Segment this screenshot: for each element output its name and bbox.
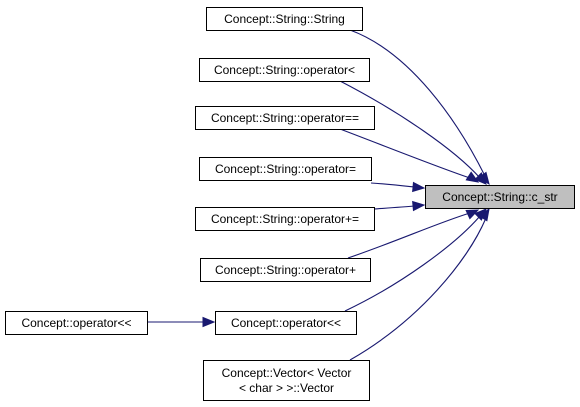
node-box[interactable] [195,207,375,231]
edge-op_lt-to-c_str [339,80,487,185]
arrowhead [474,172,487,185]
node-label: Concept::operator<< [231,316,341,330]
edge-line [344,215,481,312]
node-box[interactable] [5,311,148,335]
node-box[interactable] [200,258,371,282]
edge-line [349,217,487,361]
node-box[interactable] [195,106,375,130]
arrowhead [412,181,426,193]
edge-line [339,80,481,179]
node-label: Concept::String::operator= [215,162,356,176]
node-box[interactable] [199,58,370,82]
edge-vector_ctor-to-c_str [349,207,490,361]
node-label: Concept::Vector< Vector [222,366,352,380]
node-label: Concept::String::String [224,12,345,26]
node-label: < char > >::Vector [239,381,334,395]
node-op-eqeq[interactable]: Concept::String::operator== [195,106,375,130]
edge-op_eqeq-to-c_str [339,128,480,183]
edge-line [370,182,415,188]
edge-line [349,29,486,177]
node-op-pluseq[interactable]: Concept::String::operator+= [195,207,375,231]
edge-line [347,212,471,259]
node-box[interactable] [199,157,372,181]
arrowhead [412,200,426,212]
node-label: Concept::operator<< [21,316,131,330]
edges [147,29,490,361]
node-op-assign[interactable]: Concept::String::operator= [199,157,372,181]
node-op-plus[interactable]: Concept::String::operator+ [200,258,371,282]
node-label: Concept::String::operator+ [215,263,356,277]
node-label: Concept::String::operator< [214,63,355,77]
edge-line [373,205,415,210]
node-inner-shift[interactable]: Concept::operator<< [215,311,357,335]
node-op-lt[interactable]: Concept::String::operator< [199,58,370,82]
node-box[interactable] [215,311,357,335]
node-label: Concept::String::operator+= [211,212,359,226]
node-label: Concept::String::operator== [211,111,359,125]
arrowhead [202,316,216,328]
node-label: Concept::String::c_str [442,190,557,204]
node-box[interactable] [425,185,575,209]
edge-line [339,128,471,179]
arrowhead [465,171,480,183]
node-string-ctor[interactable]: Concept::String::String [206,7,363,31]
arrowhead [465,209,480,220]
node-vector-ctor[interactable]: Concept::Vector< Vector< char > >::Vecto… [203,360,370,401]
edge-outer_shift-to-inner_shift [147,316,216,328]
node-c-str[interactable]: Concept::String::c_str [425,185,575,209]
edge-op_pluseq-to-c_str [373,200,426,212]
edge-op_assign-to-c_str [370,181,426,193]
node-outer-shift[interactable]: Concept::operator<< [5,311,148,335]
arrowhead [478,207,490,222]
node-box[interactable] [206,7,363,31]
edge-op_plus-to-c_str [347,209,480,259]
node-box[interactable] [203,360,370,401]
